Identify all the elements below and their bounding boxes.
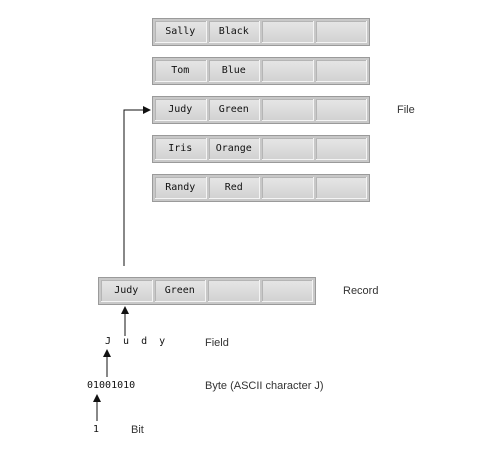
bit-label: Bit <box>131 424 144 436</box>
name-field-cell: Tom <box>155 60 207 82</box>
empty-field-cell <box>262 21 314 43</box>
color-field-cell: Green <box>208 99 260 121</box>
record-row: Judy Green <box>98 277 316 305</box>
file-record-row: Sally Black <box>152 18 370 46</box>
empty-field-cell <box>315 138 367 160</box>
empty-field-cell <box>315 21 367 43</box>
file-record-row: Judy Green <box>152 96 370 124</box>
name-field-cell: Judy <box>101 280 153 302</box>
file-label: File <box>397 104 415 116</box>
bit-value: 1 <box>93 424 100 435</box>
field-value: J u d y <box>105 336 169 347</box>
color-field-cell: Orange <box>208 138 260 160</box>
name-field-cell: Randy <box>155 177 207 199</box>
byte-value: 01001010 <box>87 380 136 391</box>
color-field-cell: Blue <box>208 60 260 82</box>
file-record-row: Randy Red <box>152 174 370 202</box>
byte-label: Byte (ASCII character J) <box>205 380 324 392</box>
empty-field-cell <box>315 99 367 121</box>
empty-field-cell <box>262 138 314 160</box>
name-field-cell: Iris <box>155 138 207 160</box>
record-label: Record <box>343 285 379 297</box>
empty-field-cell <box>262 60 314 82</box>
name-field-cell: Sally <box>155 21 207 43</box>
empty-field-cell <box>315 177 367 199</box>
file-record-row: Tom Blue <box>152 57 370 85</box>
file-record-row: Iris Orange <box>152 135 370 163</box>
empty-field-cell <box>208 280 260 302</box>
record-to-file-arrow <box>123 106 151 266</box>
empty-field-cell <box>262 99 314 121</box>
empty-field-cell <box>262 177 314 199</box>
name-field-cell: Judy <box>155 99 207 121</box>
field-label: Field <box>205 337 229 349</box>
color-field-cell: Green <box>154 280 206 302</box>
empty-field-cell <box>261 280 313 302</box>
color-field-cell: Black <box>208 21 260 43</box>
empty-field-cell <box>315 60 367 82</box>
color-field-cell: Red <box>208 177 260 199</box>
